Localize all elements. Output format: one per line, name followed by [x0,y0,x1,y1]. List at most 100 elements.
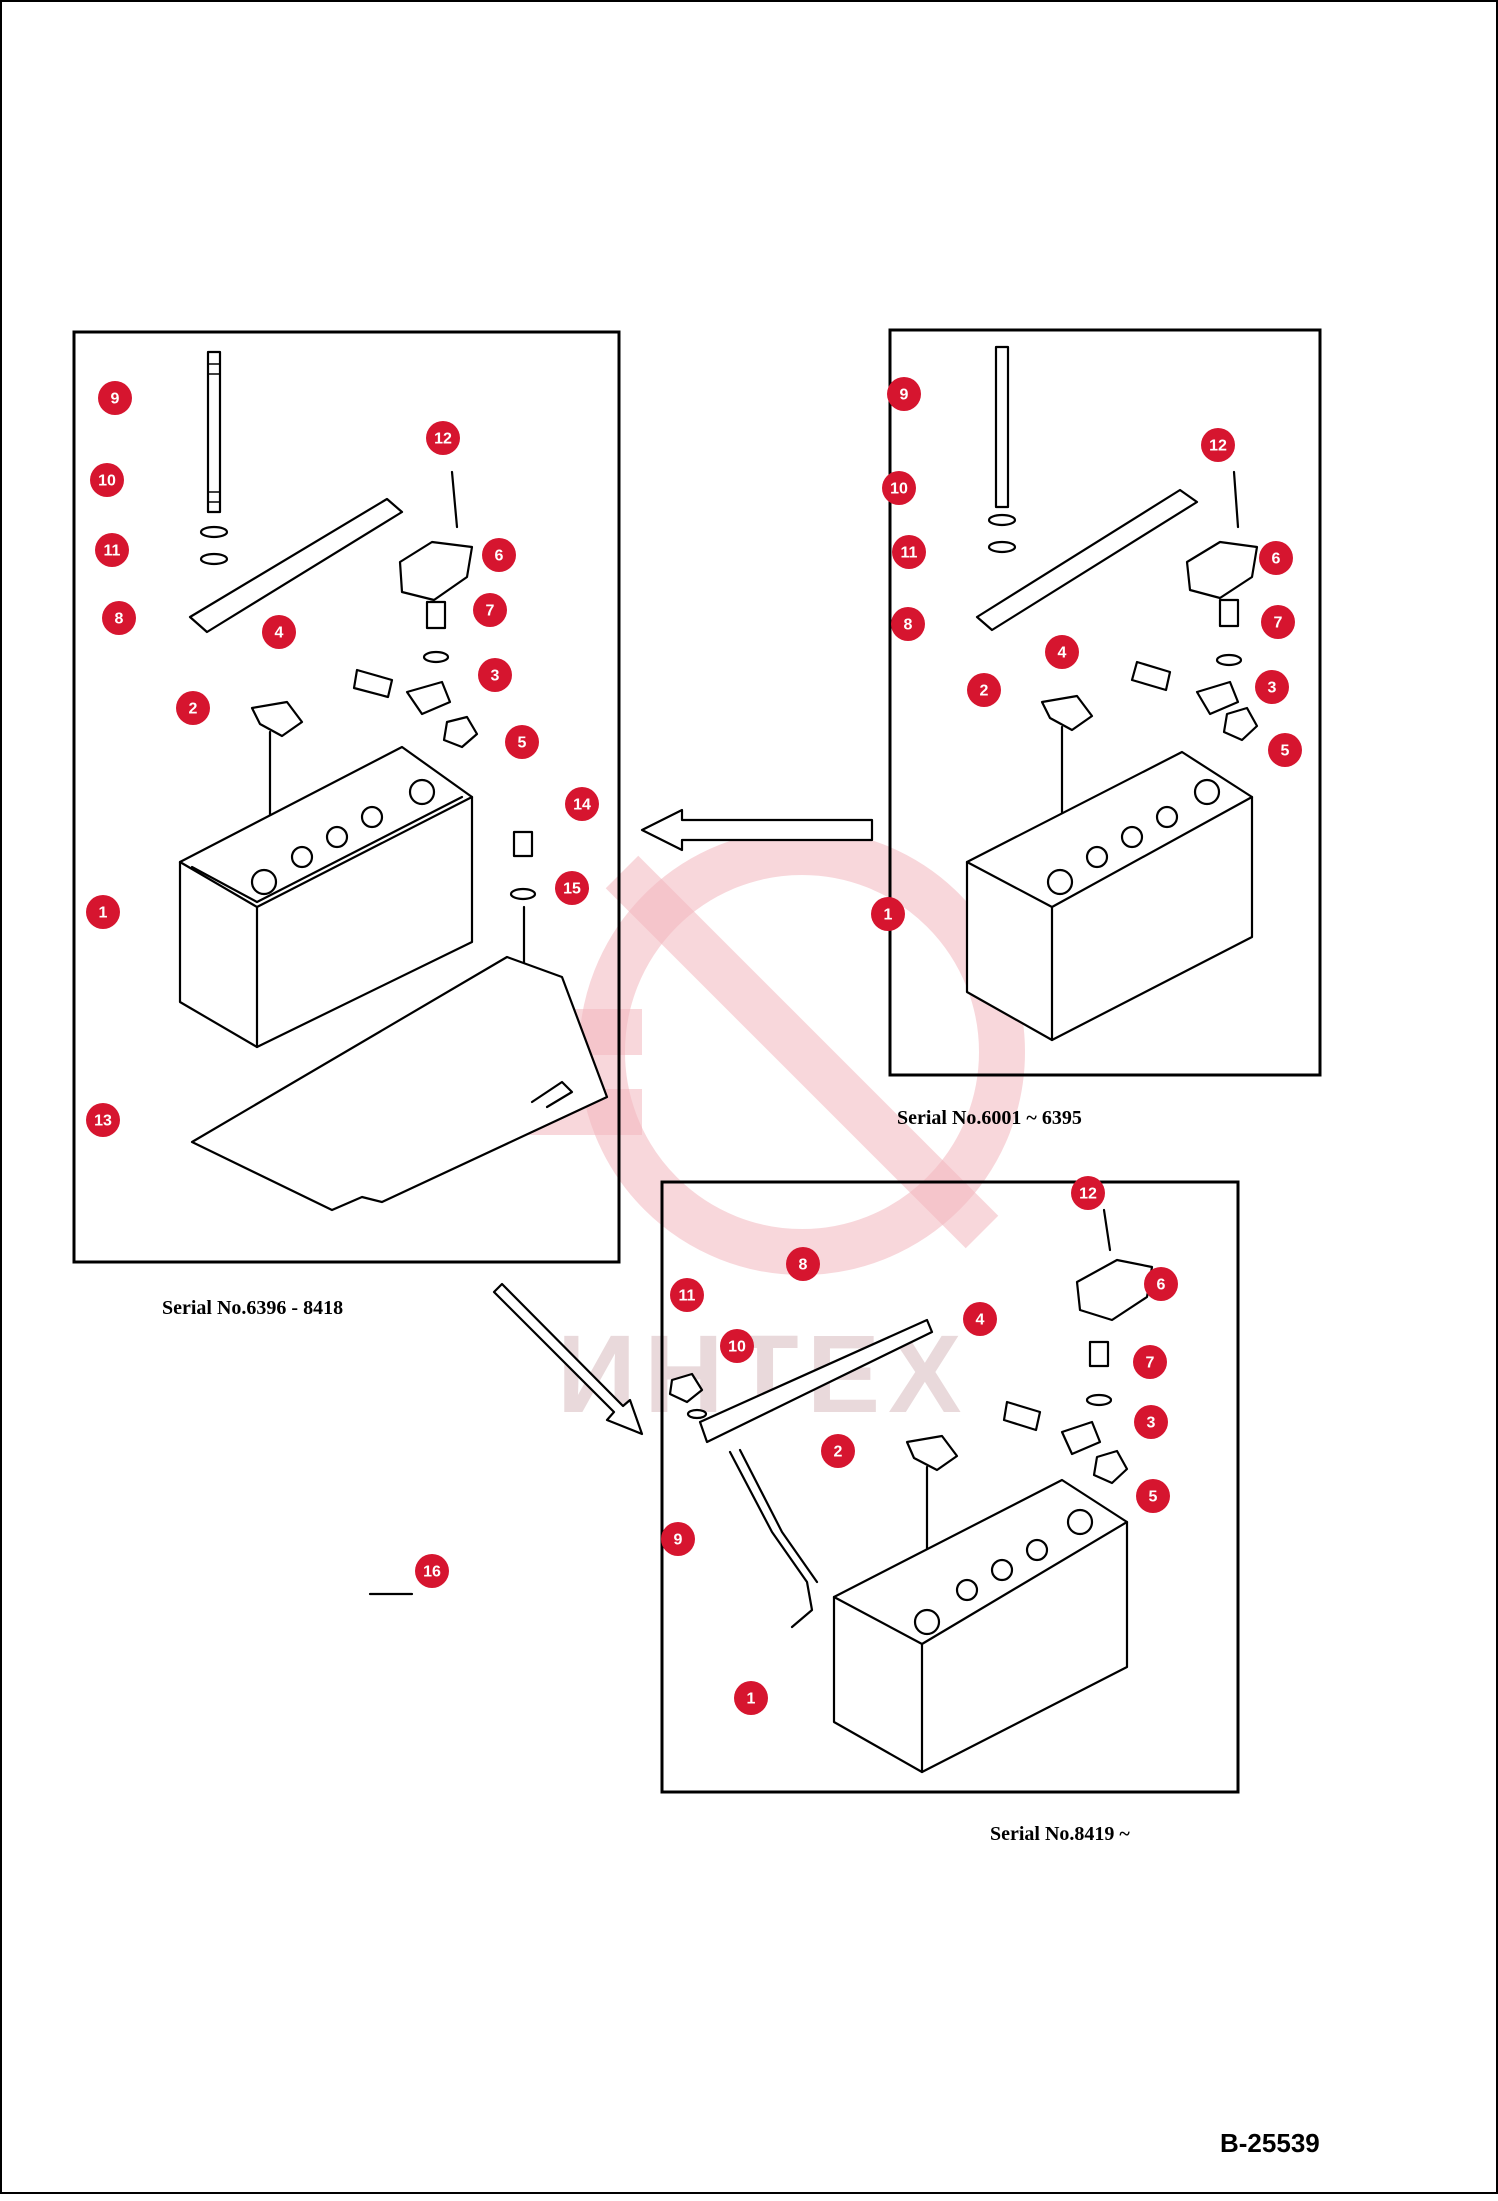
callout-number: 6 [1272,551,1281,568]
hold-down-bracket [698,1318,934,1444]
callout-number: 4 [976,1312,985,1329]
callout-bottom-6: 6 [1144,1267,1178,1301]
terminal-cover [1185,540,1259,600]
panel-right [965,345,1259,1042]
negative-clamp [250,700,304,738]
terminal-cover [398,540,474,602]
nut [668,1372,704,1404]
callout-right-10: 10 [882,471,916,505]
callout-number: 8 [799,1257,808,1274]
callout-number: 9 [900,387,909,404]
callout-right-11: 11 [892,535,926,569]
callout-left-13: 13 [86,1103,120,1137]
callout-number: 7 [486,603,495,620]
callout-left-7: 7 [473,593,507,627]
callout-number: 5 [518,735,527,752]
callout-number: 2 [189,701,198,718]
battery [965,750,1254,1042]
serial-label-bottom: Serial No.8419 ~ [990,1823,1130,1845]
callout-number: 8 [115,611,124,628]
callout-number: 10 [890,481,908,498]
callout-number: 2 [980,683,989,700]
callout-number: 11 [104,543,121,560]
callout-left-1: 1 [86,895,120,929]
callout-bottom-1: 1 [734,1681,768,1715]
callout-right-5: 5 [1268,733,1302,767]
callout-number: 8 [904,617,913,634]
callout-number: 12 [434,431,452,448]
panel-bottom-frame [660,1180,1240,1794]
callout-bottom-7: 7 [1133,1345,1167,1379]
washer [199,525,229,539]
callout-number: 1 [884,907,893,924]
callout-left-6: 6 [482,538,516,572]
panel-left [178,350,609,1212]
callout-number: 11 [901,545,918,562]
callout-number: 10 [98,473,116,490]
callout-right-6: 6 [1259,541,1293,575]
callout-left-3: 3 [478,658,512,692]
callout-right-7: 7 [1261,605,1295,639]
callout-number: 12 [1209,438,1227,455]
callout-bottom-5: 5 [1136,1479,1170,1513]
callout-number: 6 [1157,1277,1166,1294]
callout-number: 5 [1281,743,1290,760]
callout-right-4: 4 [1045,635,1079,669]
callout-bottom-11: 11 [670,1278,704,1312]
callout-left-5: 5 [505,725,539,759]
callout-number: 6 [495,548,504,565]
reference-code: B-25539 [1220,2128,1320,2158]
callout-bottom-9: 9 [661,1522,695,1556]
callout-bottom-12: 12 [1071,1176,1105,1210]
callout-number: 9 [111,391,120,408]
arrow-left-to-bottom [492,1282,644,1436]
terminal-clamp [405,680,452,716]
callout-bottom-8: 8 [786,1247,820,1281]
callout-number: 12 [1079,1186,1097,1203]
callout-left-10: 10 [90,463,124,497]
terminal-clamp [1195,680,1240,716]
panel-right-frame [888,328,1322,1077]
callout-right-3: 3 [1255,670,1289,704]
terminal-clamp [1060,1420,1102,1456]
callout-number: 3 [491,668,500,685]
callout-number: 9 [674,1532,683,1549]
battery [178,745,474,1049]
callout-number: 16 [423,1564,441,1581]
callout-left-8: 8 [102,601,136,635]
callout-loose-16: 16 [415,1554,449,1588]
callout-left-11: 11 [95,533,129,567]
callout-number: 10 [728,1339,746,1356]
tray-bolt [512,830,534,858]
panel-bottom [668,1208,1154,1774]
callout-bottom-2: 2 [821,1434,855,1468]
callout-right-9: 9 [887,377,921,411]
callout-number: 3 [1268,680,1277,697]
callout-right-8: 8 [891,607,925,641]
terminal-cover [1075,1258,1154,1322]
callout-number: 2 [834,1444,843,1461]
callout-number: 7 [1146,1355,1155,1372]
callout-left-4: 4 [262,615,296,649]
callout-left-2: 2 [176,691,210,725]
callout-bottom-10: 10 [720,1329,754,1363]
arrow-right-to-left [640,808,874,852]
callout-bottom-4: 4 [963,1302,997,1336]
callout-number: 3 [1147,1415,1156,1432]
stud-bolt [206,350,222,514]
callout-left-15: 15 [555,871,589,905]
terminal-bolt [352,668,394,699]
callout-right-12: 12 [1201,428,1235,462]
callout-number: 1 [99,905,108,922]
callout-right-2: 2 [967,673,1001,707]
callout-number: 13 [94,1113,112,1130]
callout-number: 7 [1274,615,1283,632]
nut [1222,706,1259,742]
hold-down-bracket [188,497,404,634]
nut [442,715,479,749]
callout-number: 5 [1149,1489,1158,1506]
callout-number: 15 [563,881,581,898]
serial-label-right: Serial No.6001 ~ 6395 [897,1107,1082,1129]
